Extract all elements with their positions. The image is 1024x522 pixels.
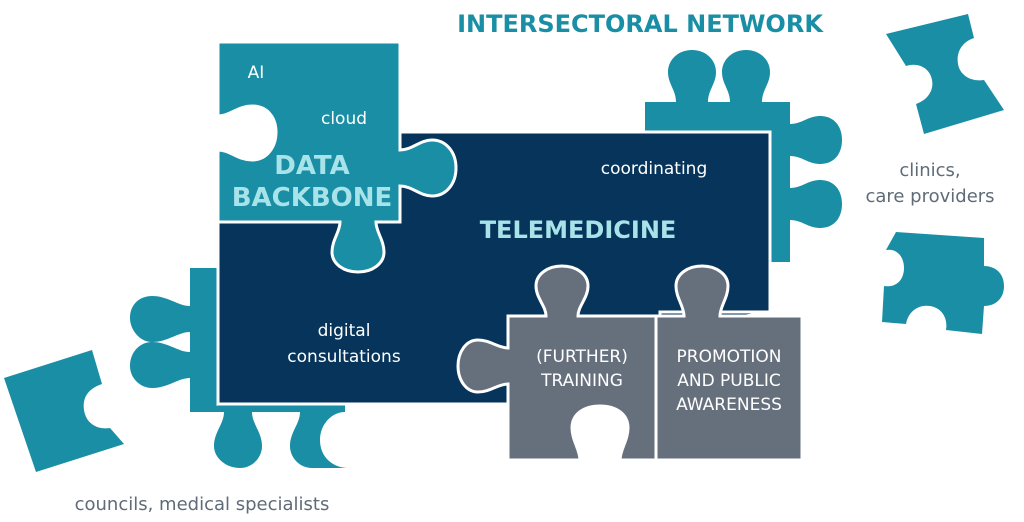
diagram-title: INTERSECTORAL NETWORK — [457, 10, 824, 38]
note-ai: AI — [248, 63, 265, 83]
promotion-label-2: AND PUBLIC — [677, 371, 781, 391]
note-coordinating: coordinating — [601, 159, 708, 179]
promotion-label-3: AWARENESS — [676, 395, 782, 415]
loose-piece-top-right — [886, 14, 1004, 134]
training-piece — [456, 264, 658, 462]
caption-bottom-left: councils, medical specialists — [75, 494, 330, 515]
caption-right-1: clinics, — [899, 160, 960, 181]
promotion-piece — [654, 264, 804, 462]
note-digital: digital — [318, 321, 371, 341]
loose-piece-mid-right — [882, 232, 1004, 334]
data-backbone-label-2: BACKBONE — [232, 183, 393, 213]
telemedicine-label: TELEMEDICINE — [480, 216, 677, 244]
note-cloud: cloud — [321, 109, 367, 129]
training-label-1: (FURTHER) — [536, 347, 628, 367]
training-label-2: TRAINING — [540, 371, 623, 391]
data-backbone-label-1: DATA — [274, 151, 350, 181]
note-consultations: consultations — [287, 347, 401, 367]
caption-right-2: care providers — [865, 186, 994, 207]
loose-piece-left — [4, 350, 124, 472]
promotion-label-1: PROMOTION — [677, 347, 782, 367]
data-backbone-piece — [216, 40, 458, 274]
